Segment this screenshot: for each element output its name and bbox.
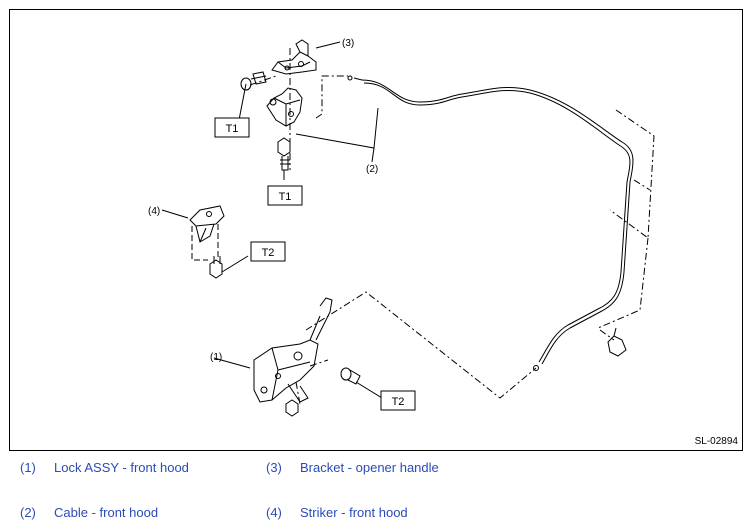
legend-text: Lock ASSY - front hood [54,460,189,475]
callout-lock: (1) [210,352,222,363]
legend-item-bracket: (3) Bracket - opener handle [266,460,439,475]
legend-number: (3) [266,460,282,475]
callout-bracket: (3) [342,38,354,49]
hood-lock-assembly [213,297,333,403]
opener-handle-bracket [271,39,317,75]
legend-item-striker: (4) Striker - front hood [266,505,408,520]
callout-striker: (4) [148,206,160,217]
figure-id: SL-02894 [694,436,738,447]
parts-legend: (1) Lock ASSY - front hood (3) Bracket - o… [0,452,752,530]
torque-box-t1-mid: T1 [267,185,303,206]
legend-item-lock: (1) Lock ASSY - front hood [20,460,189,475]
torque-label-t2-lock: T2 [392,396,405,408]
alignment-lines-lock [295,291,537,405]
bolt-lock-side [340,367,383,399]
hood-cable [347,75,634,371]
diagram-canvas: (3) (2) (4) (1) T1 T1 T2 T2 [148,38,655,417]
alignment-lines-striker [191,224,219,261]
hood-striker [161,205,225,243]
callout-line-cable-tail [371,147,375,163]
exploded-parts-diagram: (3) (2) (4) (1) T1 T1 T2 T2 SL-02894 [9,9,743,451]
bolt-handle-side [238,71,267,121]
torque-label-t2-striker: T2 [262,247,275,259]
legend-text: Striker - front hood [300,505,408,520]
cable-clip [607,327,627,357]
legend-number: (1) [20,460,36,475]
callout-line-bracket [315,41,341,49]
bolt-lock-bottom [285,399,299,417]
torque-box-t2-lock: T2 [380,390,416,411]
bolt-striker [209,255,249,279]
torque-label-t1-top: T1 [226,123,239,135]
opener-handle [266,87,303,127]
bolt-handle-bottom [277,137,291,180]
legend-item-cable: (2) Cable - front hood [20,505,158,520]
torque-box-t1-top: T1 [214,117,250,138]
legend-number: (4) [266,505,282,520]
legend-text: Cable - front hood [54,505,159,520]
cable-routing-guides [597,109,655,341]
legend-text: Bracket - opener handle [300,460,439,475]
legend-number: (2) [20,505,36,520]
torque-label-t1-mid: T1 [279,191,292,203]
callout-cable: (2) [366,164,378,175]
torque-box-t2-striker: T2 [250,241,286,262]
callout-line-cable [295,107,379,149]
